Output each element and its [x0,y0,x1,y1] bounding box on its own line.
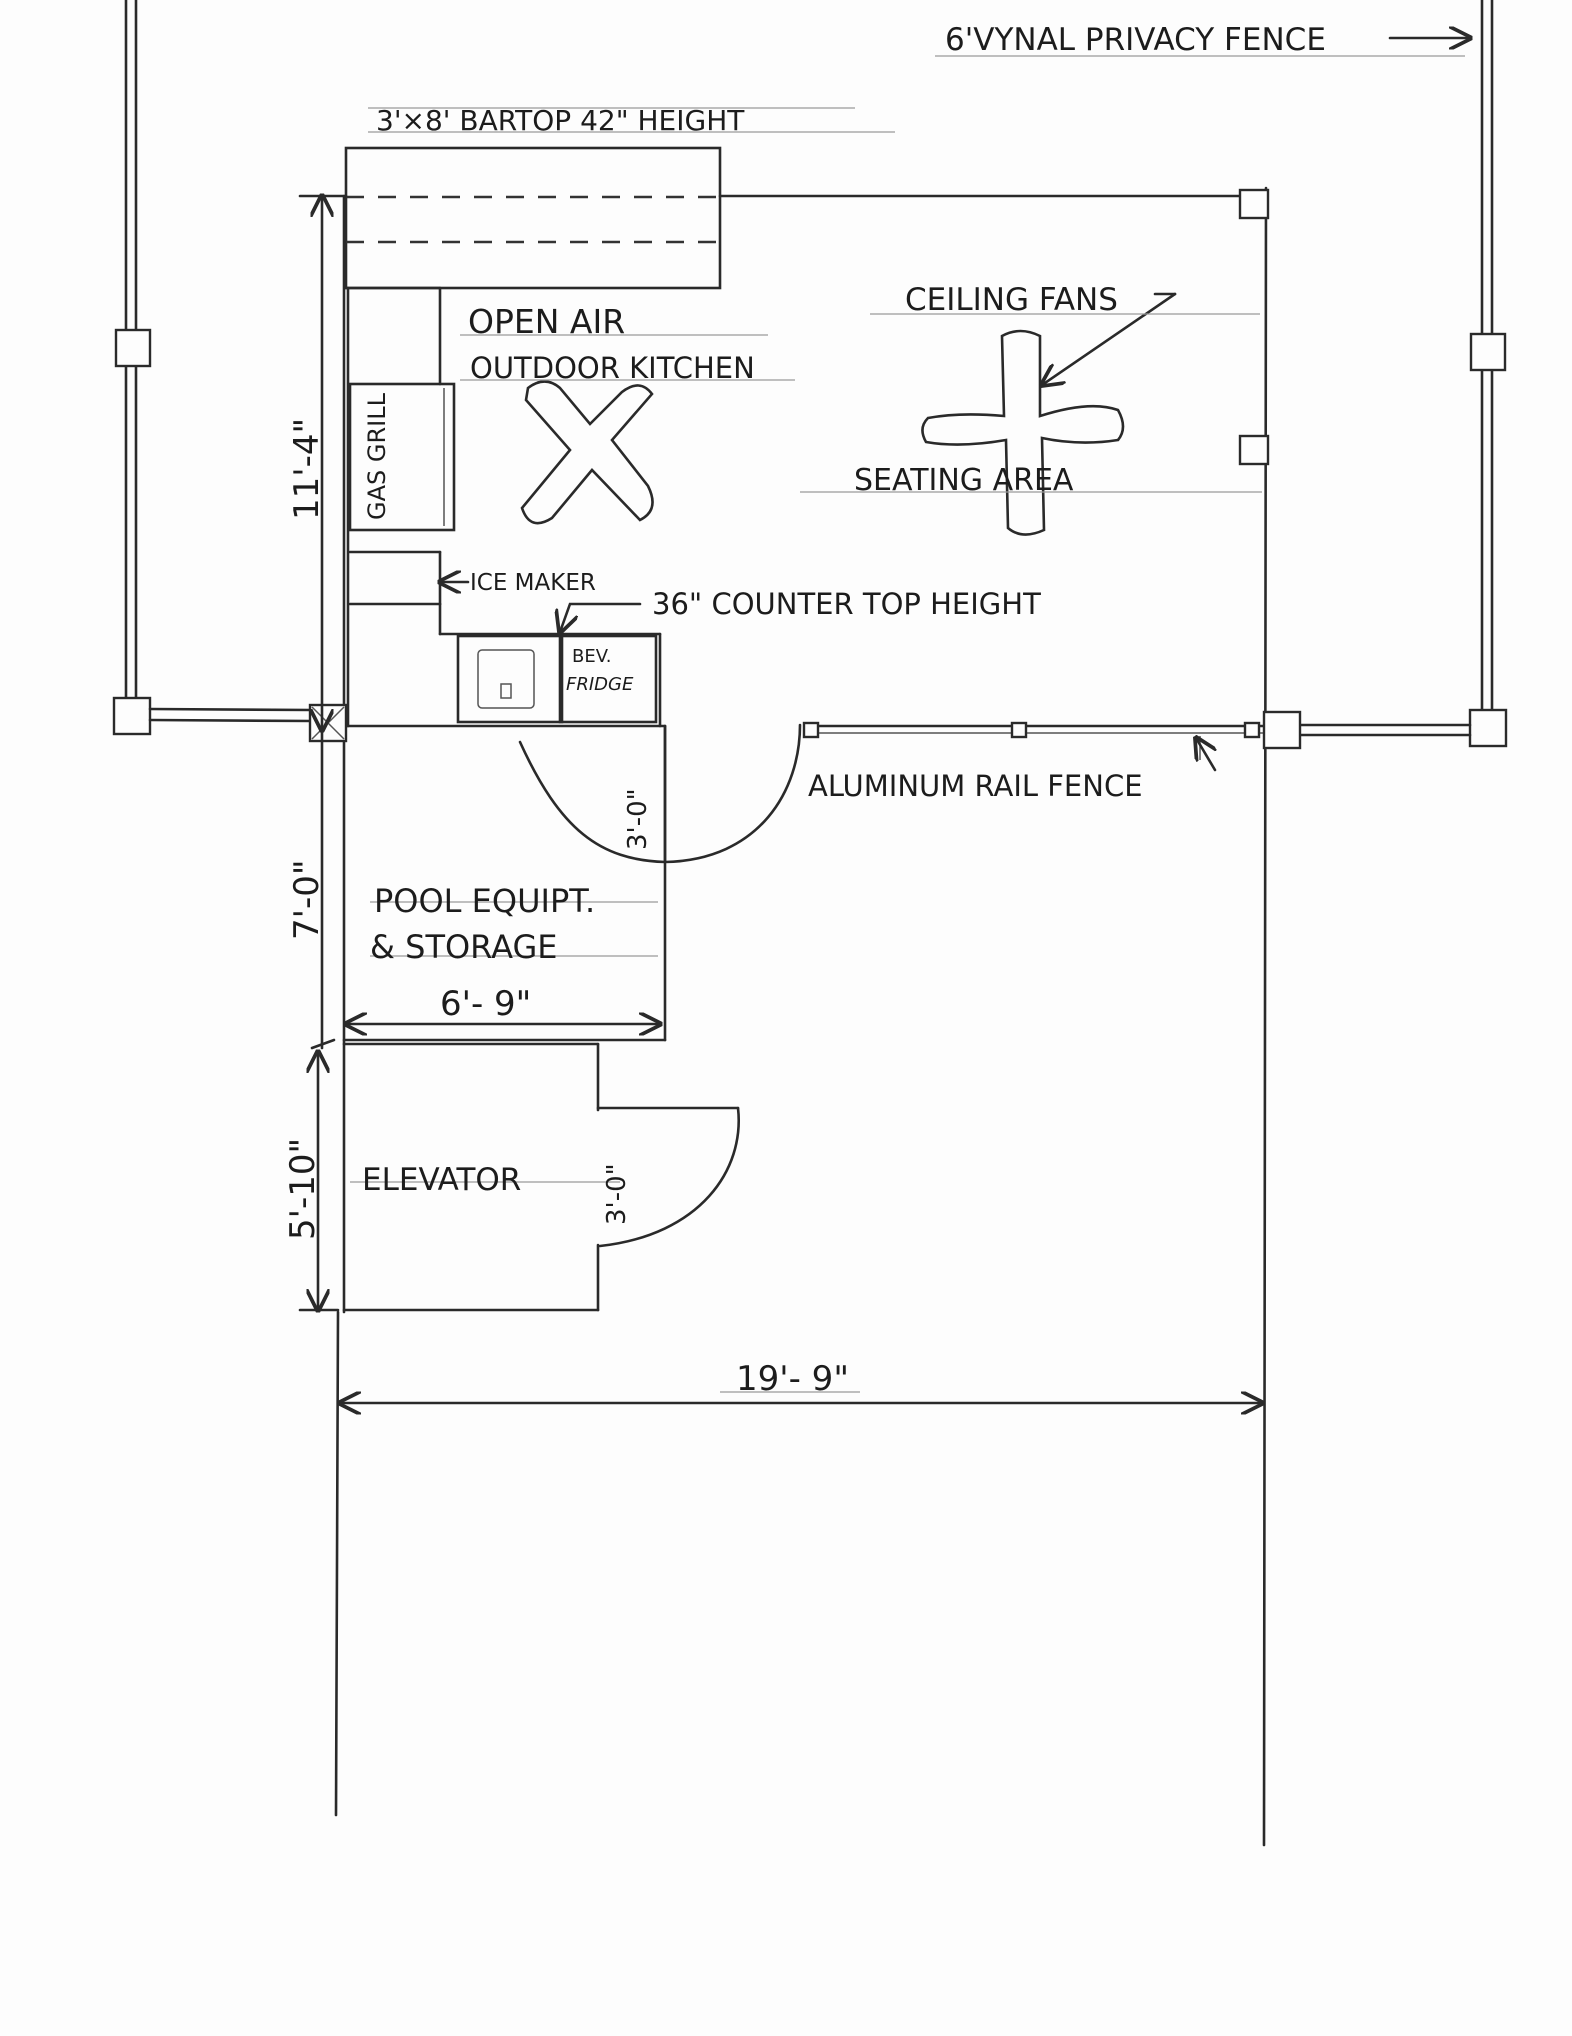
pool-label-line2: & STORAGE [370,928,557,966]
dim-overall-width: 19'- 9" [736,1359,849,1399]
bev-fridge-label-line2: FRIDGE [566,674,634,695]
ice-maker-label: ICE MAKER [470,570,596,596]
lettering-guides [350,55,1465,1393]
kitchen-counter [344,286,662,728]
structure-post [1238,434,1270,466]
fence-post [112,696,152,736]
bartop-label: 3'×8' BARTOP 42" HEIGHT [376,104,745,137]
ceiling-fan-seating [921,292,1177,536]
dim-gate-door: 3'-0" [623,788,653,850]
aluminum-fence-label: ALUMINUM RAIL FENCE [808,769,1143,803]
sink [456,634,564,724]
dimension-lines [298,196,1262,1403]
privacy-fence-label: 6'VYNAL PRIVACY FENCE [945,22,1326,58]
aluminum-rail-fence [802,710,1302,772]
fence-post [1469,332,1507,372]
kitchen-label-line1: OPEN AIR [468,302,625,341]
bartop [344,146,722,290]
dim-lower-height: 5'-10" [283,1138,323,1240]
kitchen-label-line2: OUTDOOR KITCHEN [470,351,755,385]
dim-middle-height: 7'-0" [287,859,327,940]
bev-fridge-label-line1: BEV. [572,646,611,667]
gas-grill [348,382,456,532]
fence-post [114,328,152,368]
elevator-door [598,1106,741,1248]
privacy-fence-left [112,0,314,736]
gate-door [518,723,802,864]
ceiling-fan-kitchen [520,380,654,525]
pool-label-line1: POOL EQUIPT. [374,882,595,920]
dim-storage-width: 6'- 9" [440,984,531,1024]
structure-post [1238,188,1270,220]
fence-post [1468,708,1508,748]
dim-elevator-door: 3'-0" [602,1163,632,1225]
bev-fridge [558,634,658,724]
counter-height-label: 36" COUNTER TOP HEIGHT [652,587,1041,621]
seating-area-label: SEATING AREA [854,463,1074,498]
dim-upper-height: 11'-4" [287,418,327,520]
privacy-fence-right [1298,0,1508,748]
elevator-label: ELEVATOR [362,1162,521,1198]
ceiling-fans-label: CEILING FANS [905,282,1118,318]
gas-grill-label: GAS GRILL [363,392,391,520]
